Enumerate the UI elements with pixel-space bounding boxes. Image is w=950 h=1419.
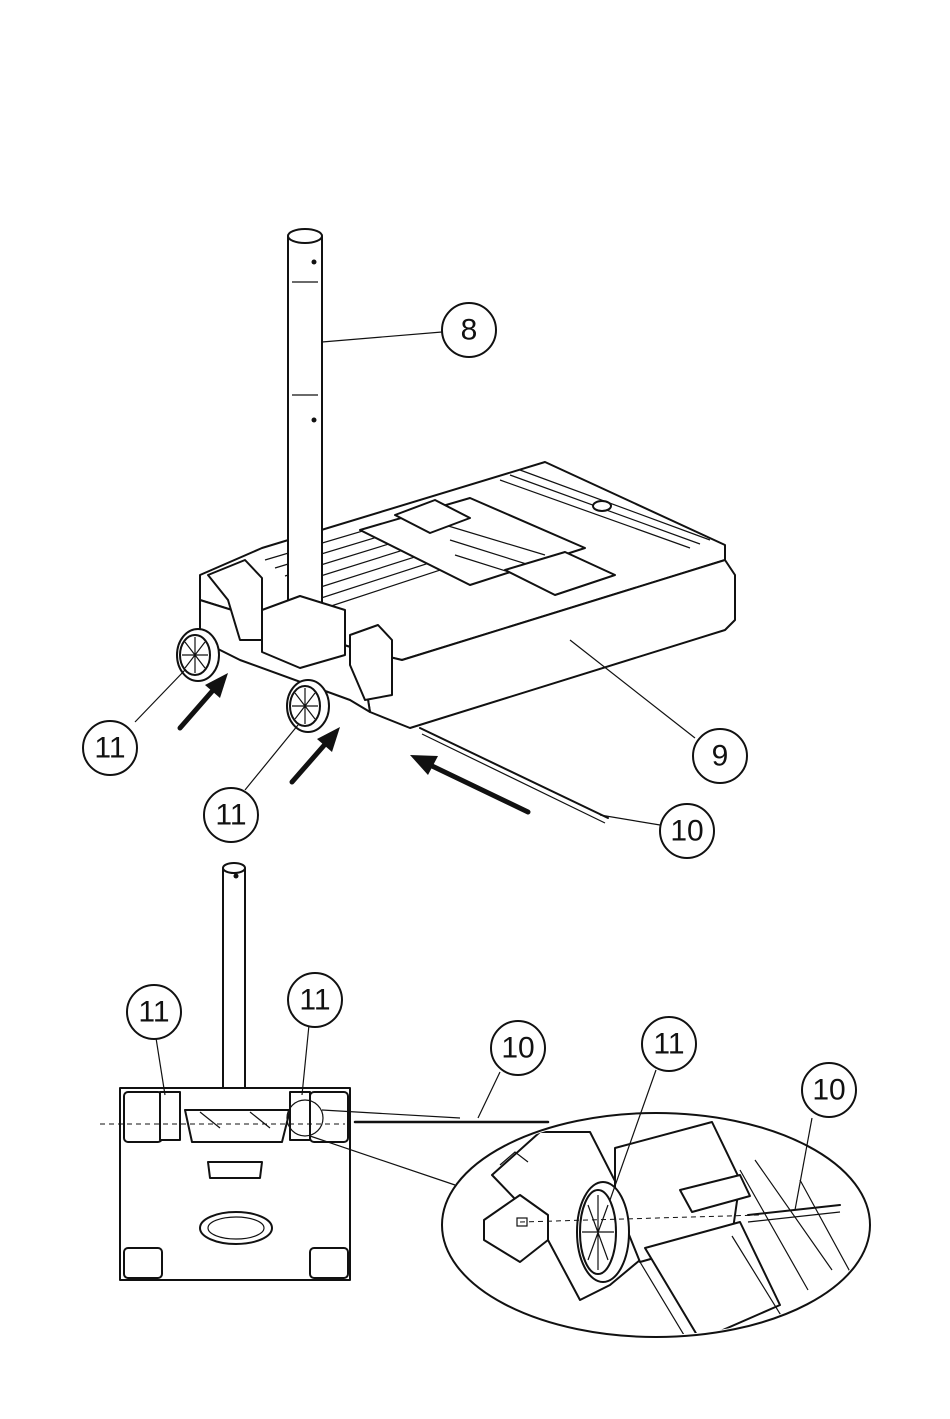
callout-wheel-left-bottom: 11 (127, 985, 181, 1039)
callout-pole: 8 (442, 303, 496, 357)
svg-text:11: 11 (653, 1028, 684, 1061)
arrow-icon (292, 727, 340, 782)
callout-wheel-detail: 11 (642, 1017, 696, 1071)
callout-axle-top: 10 (660, 804, 714, 858)
callout-wheel-right-bottom: 11 (288, 973, 342, 1027)
callout-axle-bottom: 10 (491, 1021, 545, 1075)
svg-text:10: 10 (670, 815, 703, 848)
svg-text:8: 8 (461, 314, 478, 347)
svg-text:10: 10 (501, 1032, 534, 1065)
callout-base: 9 (693, 729, 747, 783)
svg-text:11: 11 (215, 799, 246, 832)
svg-text:10: 10 (812, 1074, 845, 1107)
arrow-icon (410, 755, 528, 812)
arrow-icon (180, 673, 228, 728)
svg-text:11: 11 (299, 984, 330, 1017)
wheel-top-right (287, 680, 329, 732)
svg-text:9: 9 (712, 740, 729, 773)
base-part (200, 462, 735, 728)
svg-text:11: 11 (94, 732, 125, 765)
isometric-view: 8 9 10 11 11 (83, 229, 747, 858)
callout-wheel-left-top: 11 (83, 721, 137, 775)
wheel-top-left (177, 629, 219, 681)
svg-text:11: 11 (138, 996, 169, 1029)
callout-axle-detail: 10 (802, 1063, 856, 1117)
callout-wheel-right-top: 11 (204, 788, 258, 842)
